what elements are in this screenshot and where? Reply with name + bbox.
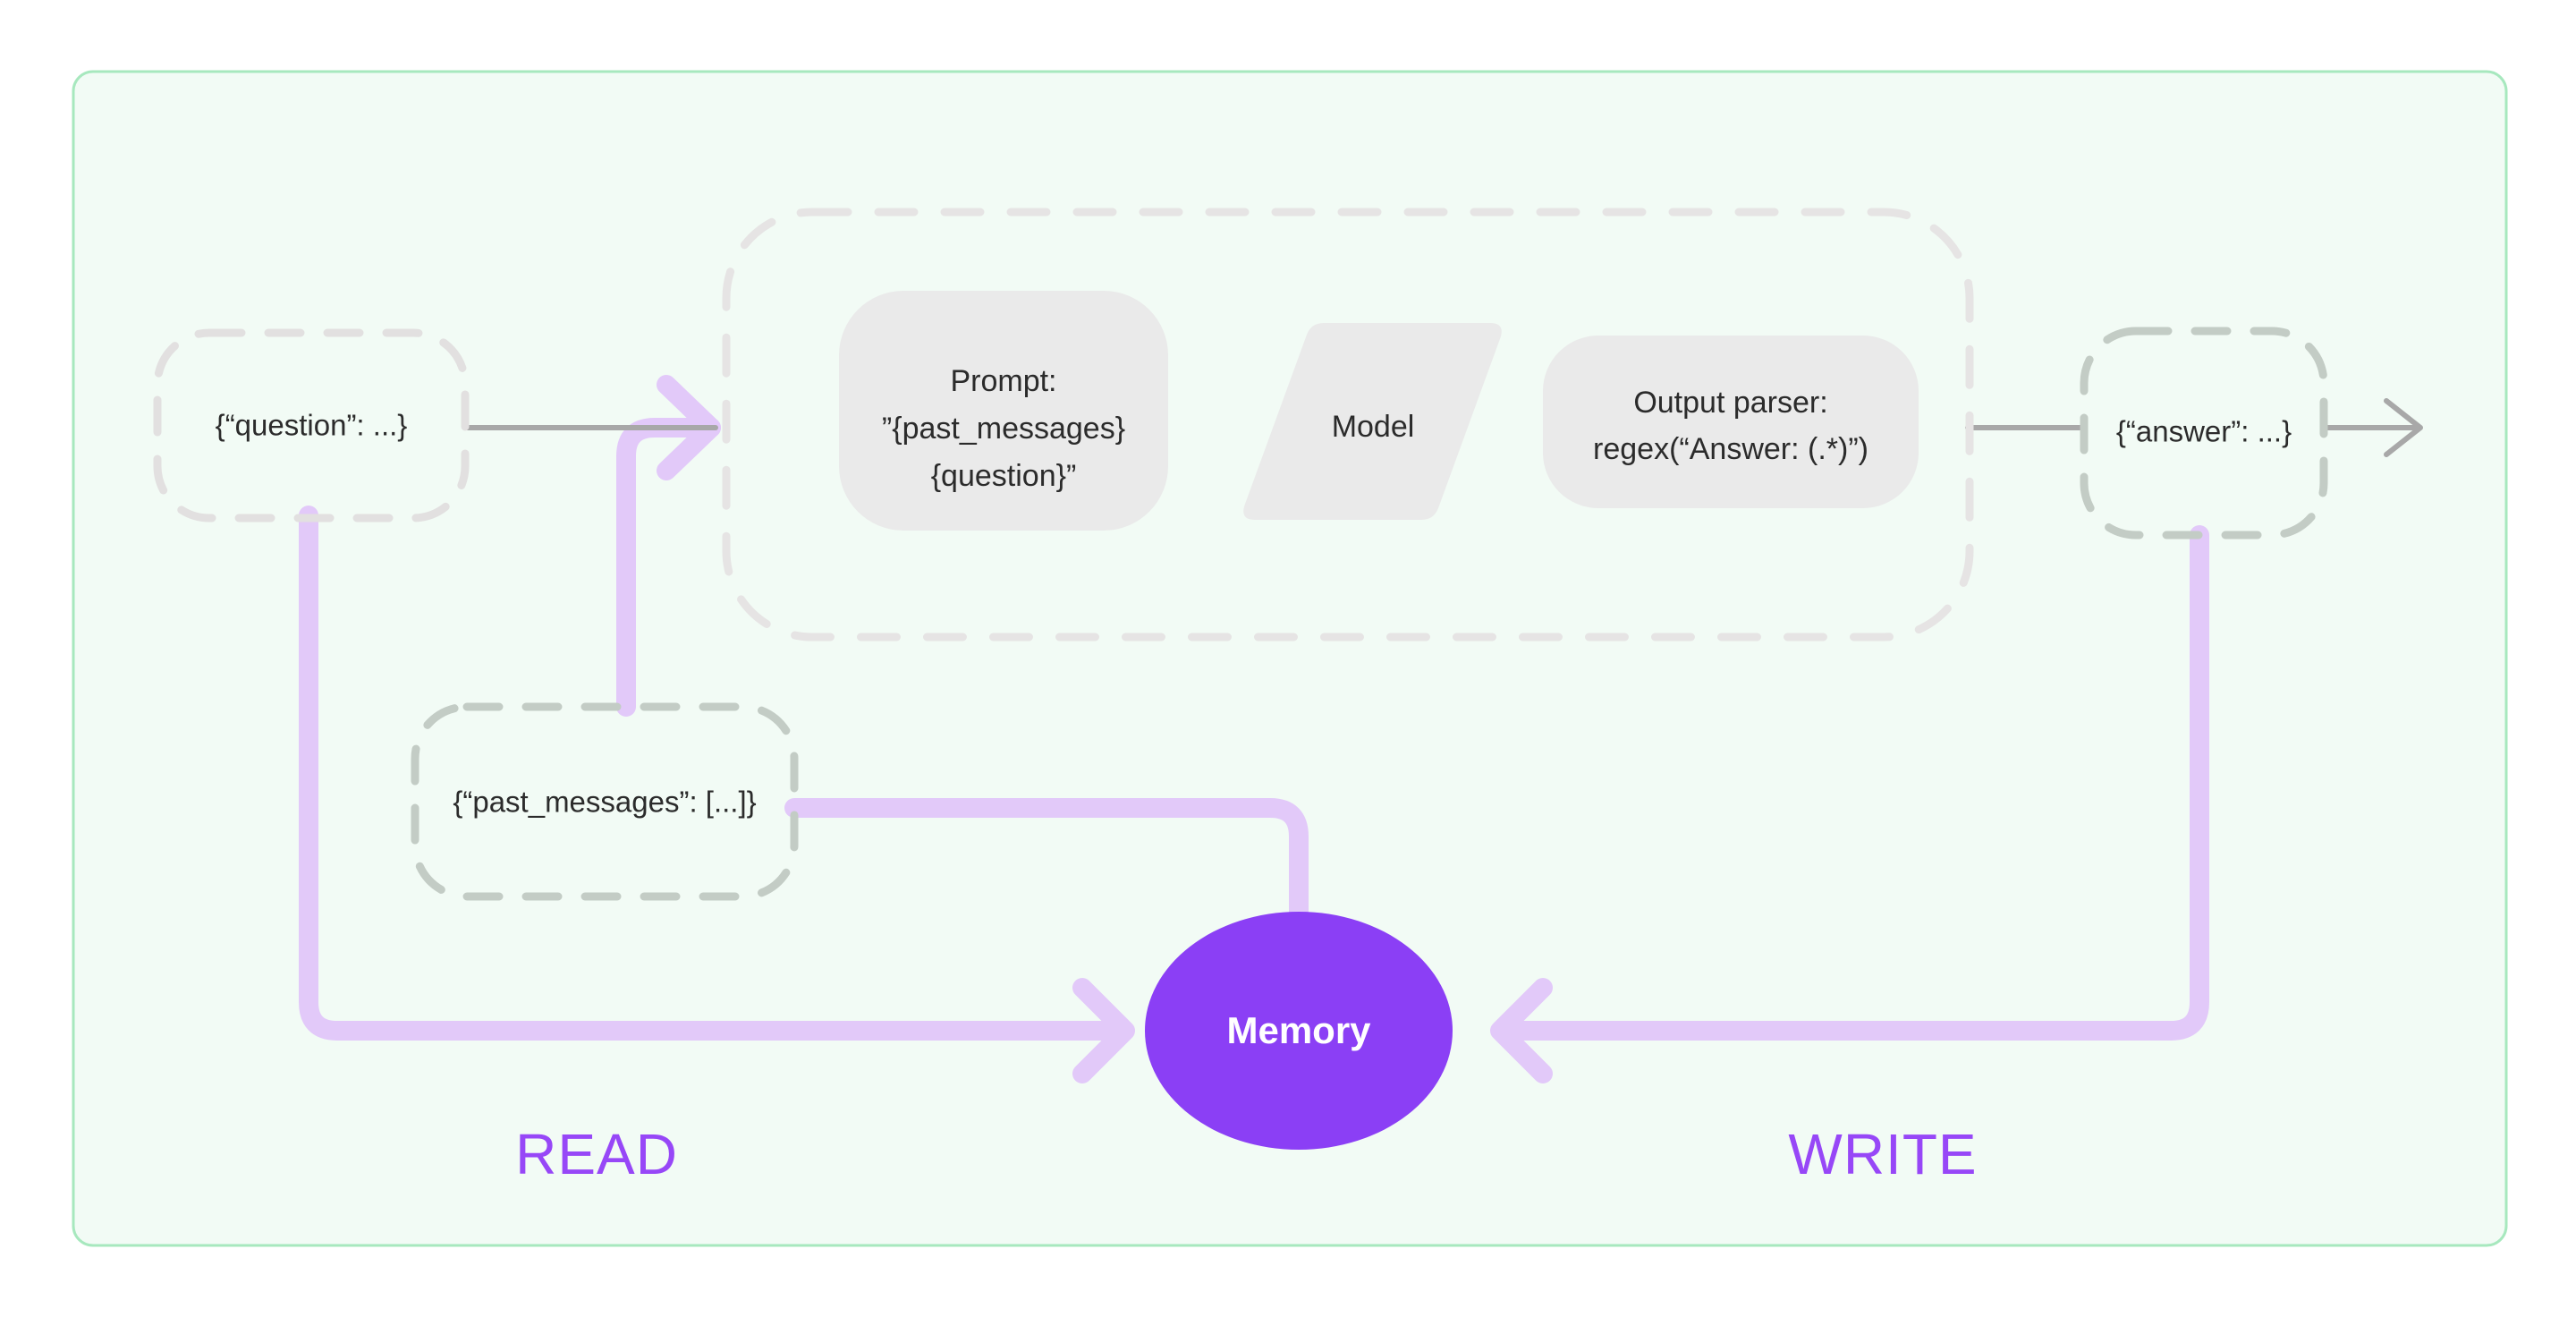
output-parser-line-1: Output parser: bbox=[1633, 386, 1827, 420]
question-node[interactable] bbox=[153, 328, 470, 523]
memory-node[interactable] bbox=[1145, 912, 1453, 1150]
output-parser-line-2: regex(“Answer: (.*)”) bbox=[1593, 432, 1868, 466]
prompt-node[interactable] bbox=[839, 291, 1168, 531]
answer-node[interactable] bbox=[2080, 327, 2328, 540]
data-flow-edges bbox=[464, 398, 2423, 457]
arrowhead-exit-icon bbox=[2384, 398, 2423, 457]
prompt-line-2: ”{past_messages} bbox=[882, 412, 1125, 446]
chain-group-container bbox=[722, 208, 1974, 642]
edge-past-messages-to-memory bbox=[784, 798, 1309, 927]
prompt-line-1: Prompt: bbox=[950, 364, 1056, 398]
read-label: READ bbox=[515, 1122, 678, 1186]
output-parser-node[interactable] bbox=[1543, 336, 1919, 508]
prompt-line-3: {question}” bbox=[931, 459, 1077, 493]
model-node[interactable] bbox=[1243, 323, 1502, 520]
past-messages-node[interactable] bbox=[411, 702, 799, 901]
answer-node-label: {“answer”: ...} bbox=[2116, 415, 2292, 448]
arrowhead-memory-read-icon bbox=[1072, 978, 1135, 1083]
memory-node-label: Memory bbox=[1226, 1009, 1371, 1051]
question-node-label: {“question”: ...} bbox=[216, 409, 408, 442]
write-label: WRITE bbox=[1788, 1122, 1977, 1186]
memory-edges bbox=[299, 418, 2209, 1041]
model-label: Model bbox=[1332, 410, 1415, 444]
past-messages-node-label: {“past_messages”: [...]} bbox=[453, 786, 756, 819]
edge-question-to-memory-read bbox=[299, 506, 1132, 1041]
edge-answer-to-memory-write bbox=[1493, 525, 2209, 1041]
arrowhead-memory-write-icon bbox=[1490, 978, 1553, 1083]
